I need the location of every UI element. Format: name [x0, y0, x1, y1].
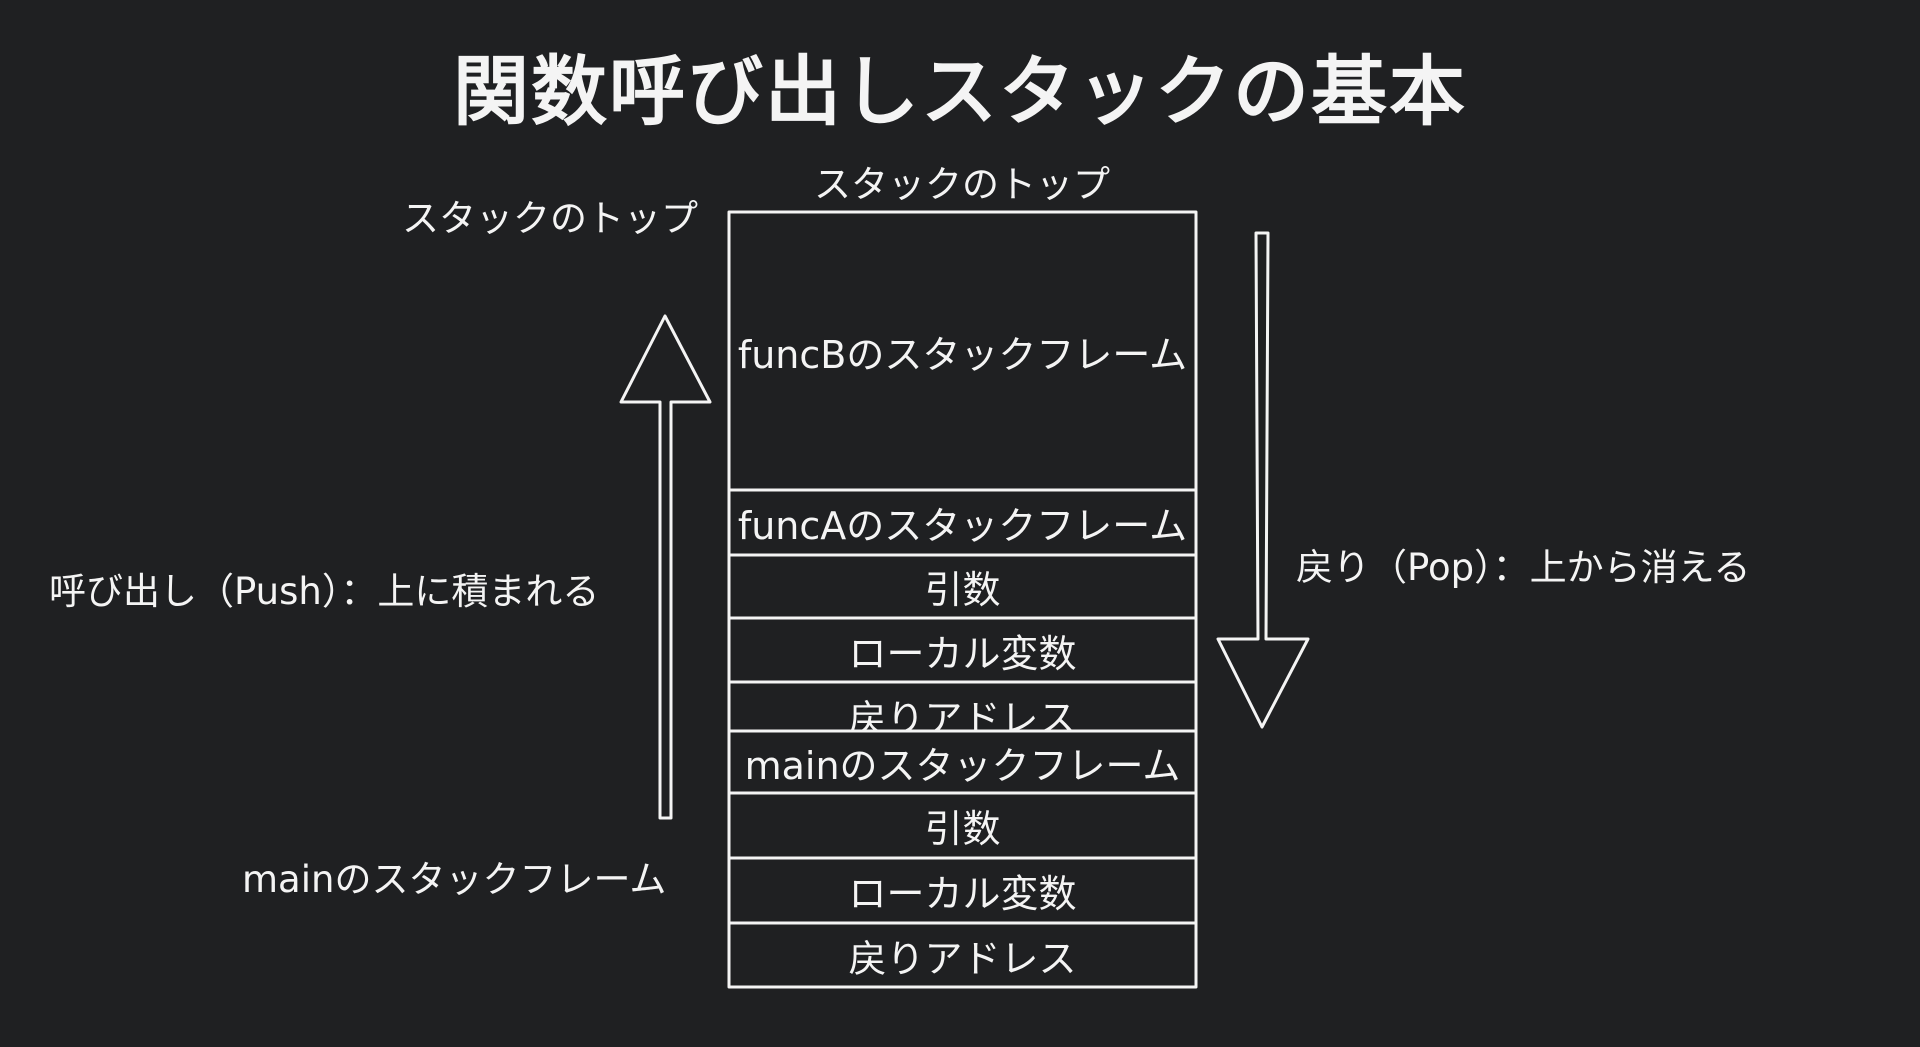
- main-return-address-cell: 戻りアドレス: [848, 936, 1077, 981]
- left-stack-top-label: スタックのトップ: [402, 197, 698, 240]
- main-frame-cell: mainのスタックフレーム: [744, 743, 1181, 788]
- push-label: 呼び出し（Push）：上に積まれる: [49, 570, 600, 613]
- page-title: 関数呼び出しスタックの基本: [453, 47, 1467, 136]
- funca-return-address-cell: 戻りアドレス: [848, 697, 1077, 731]
- main-frame-label: mainのスタックフレーム: [242, 858, 667, 901]
- funca-frame-cell: funcAのスタックフレーム: [737, 504, 1188, 548]
- pop-label: 戻り（Pop）：上から消える: [1296, 546, 1751, 589]
- funca-locals-cell: ローカル変数: [848, 631, 1077, 676]
- main-args-cell: 引数: [924, 807, 1001, 851]
- pop-down-arrow-icon: [1216, 231, 1310, 729]
- stack-box: [727, 210, 1198, 989]
- stack-top-label: スタックのトップ: [814, 163, 1110, 206]
- main-locals-cell: ローカル変数: [848, 872, 1077, 916]
- funca-args-cell: 引数: [924, 568, 1001, 612]
- push-up-arrow-icon: [619, 314, 712, 820]
- funcb-frame-cell: funcBのスタックフレーム: [737, 332, 1188, 377]
